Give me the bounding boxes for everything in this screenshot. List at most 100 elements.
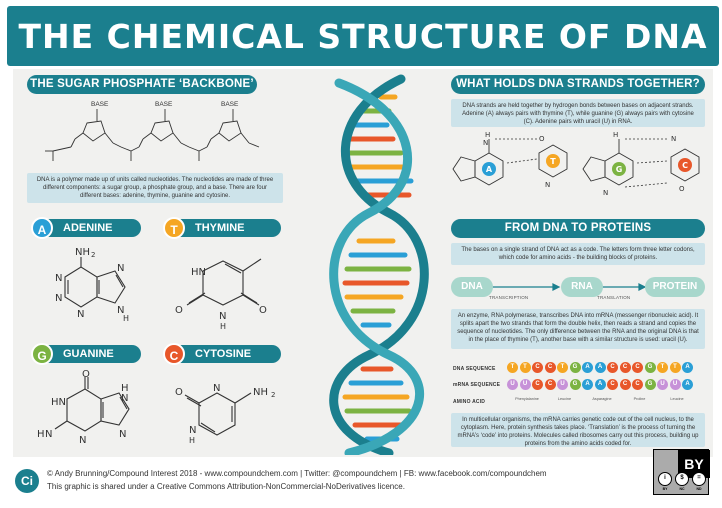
svg-text:N: N (117, 305, 124, 316)
svg-text:N: N (603, 189, 608, 197)
svg-text:N: N (79, 435, 86, 446)
svg-text:2: 2 (91, 251, 95, 259)
base-cell: C (619, 379, 631, 390)
amino-acid-label: AMINO ACID (453, 399, 486, 405)
proteins-heading: FROM DNA TO PROTEINS (451, 219, 705, 238)
sugar-phosphate-backbone-diagram (45, 109, 260, 161)
svg-text:H: H (613, 131, 618, 139)
guanine-letter: G (31, 343, 53, 365)
base-cell: G (644, 362, 656, 373)
base-cell: U (657, 379, 668, 390)
svg-text:N: N (121, 393, 128, 404)
thymine-badge: THYMINE T (163, 217, 281, 239)
base-cell: A (582, 379, 593, 390)
hydrogen-bond-text: DNA strands are held together by hydroge… (451, 99, 705, 127)
base-cell: U (557, 379, 568, 390)
base-cell: G (569, 379, 581, 390)
cc-noncommercial-icon: $ (675, 472, 689, 486)
footer-credits: © Andy Brunning/Compound Interest 2018 -… (47, 469, 547, 478)
thymine-structure: HNO ONH (175, 258, 267, 331)
cc-by-text: BY (662, 487, 668, 491)
base-label-1: BASE (91, 101, 109, 108)
svg-text:H: H (121, 383, 129, 394)
codon-intro-text: The bases on a single strand of DNA act … (451, 243, 705, 265)
base-cell: G (644, 379, 656, 390)
base-cell: T (657, 362, 668, 373)
flow-arrows (491, 283, 647, 291)
base-cell: C (632, 379, 643, 390)
pair-2-right: C (682, 161, 688, 170)
amino-acid-label: Asparagine (592, 397, 612, 401)
svg-text:HN: HN (51, 397, 66, 408)
svg-text:H: H (485, 131, 490, 139)
base-cell: C (607, 379, 618, 390)
svg-text:N: N (77, 309, 84, 320)
svg-text:O: O (175, 387, 183, 398)
svg-text:H: H (37, 429, 45, 440)
base-cell: A (594, 379, 606, 390)
svg-text:2: 2 (271, 391, 275, 399)
svg-text:H: H (189, 436, 195, 445)
svg-text:N: N (55, 273, 62, 284)
adenine-badge: ADENINE A (31, 217, 141, 239)
footer-licence: This graphic is shared under a Creative … (47, 482, 405, 491)
svg-text:N: N (545, 181, 550, 189)
base-cell: C (619, 362, 631, 373)
base-cell: A (682, 379, 693, 390)
base-cell: T (557, 362, 568, 373)
amino-acid-label: Leucine (670, 397, 684, 401)
base-cell: C (544, 379, 556, 390)
thymine-letter: T (163, 217, 185, 239)
cytosine-badge: CYTOSINE C (163, 343, 281, 365)
cc-noderivs-icon: = (692, 472, 706, 486)
base-cell: A (682, 362, 693, 373)
svg-text:N: N (213, 383, 220, 394)
flow-rna: RNA (561, 277, 603, 297)
amino-acid-label: Phenylalanine (515, 397, 539, 401)
base-cell: A (594, 362, 606, 373)
footer: Ci © Andy Brunning/Compound Interest 201… (13, 449, 713, 503)
svg-text:N: N (117, 263, 124, 274)
mrna-sequence-label: mRNA SEQUENCE (453, 382, 501, 388)
svg-text:O: O (175, 305, 183, 316)
guanine-name: GUANINE (39, 345, 141, 363)
base-label-2: BASE (155, 101, 173, 108)
svg-text:H: H (123, 314, 129, 323)
svg-text:O: O (259, 305, 267, 316)
amino-acid-label: Proline (633, 397, 646, 401)
adenine-name: ADENINE (39, 219, 141, 237)
base-cell: C (532, 362, 543, 373)
dna-double-helix (329, 74, 429, 455)
base-cell: A (582, 362, 593, 373)
svg-text:NH: NH (253, 387, 268, 398)
base-cell: C (607, 362, 618, 373)
compound-interest-logo: Ci (15, 469, 39, 493)
base-cell: U (669, 379, 681, 390)
base-cell: C (532, 379, 543, 390)
pair-2-left: G (616, 165, 623, 174)
flow-dna: DNA (451, 277, 493, 297)
cc-nc-text: NC (679, 487, 685, 491)
base-cell: C (544, 362, 556, 373)
svg-text:N: N (189, 425, 196, 436)
base-cell: G (569, 362, 581, 373)
amino-acid-label: Leucine (557, 397, 572, 401)
base-label-3: BASE (221, 101, 239, 108)
content-panel: THE SUGAR PHOSPHATE ‘BACKBONE’ BASE BASE… (13, 69, 713, 457)
svg-text:NH: NH (75, 247, 90, 258)
svg-text:N: N (45, 429, 52, 440)
flow-translation: TRANSLATION (597, 295, 631, 300)
base-cell: U (519, 379, 531, 390)
pair-1-left: A (486, 165, 493, 174)
base-cell: C (632, 362, 643, 373)
base-cell: T (507, 362, 518, 373)
flow-protein: PROTEIN (645, 277, 705, 297)
creative-commons-badge: BY i $ = BY NC ND (653, 449, 710, 495)
svg-text:N: N (119, 429, 126, 440)
